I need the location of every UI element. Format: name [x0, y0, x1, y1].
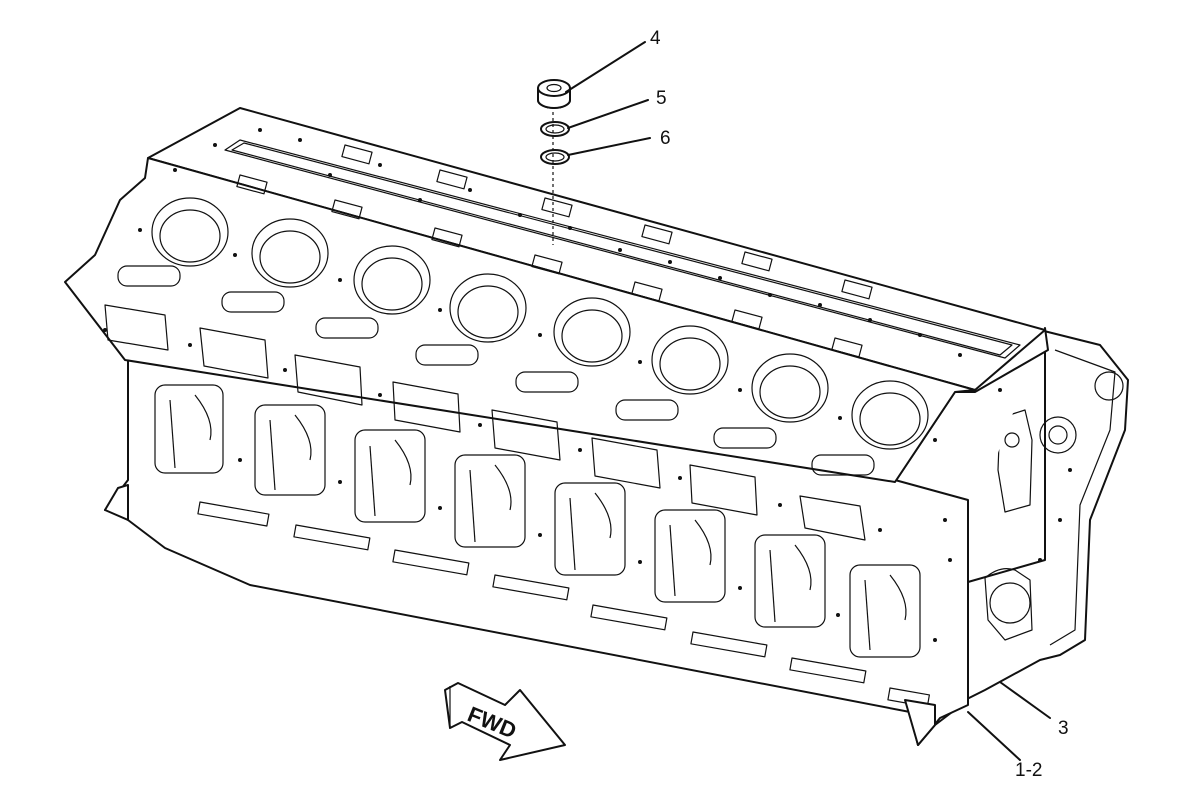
callout-6: 6 [660, 128, 671, 149]
callout-4: 4 [650, 28, 661, 49]
callout-5: 5 [656, 88, 667, 109]
cylinder-bores [151, 197, 929, 450]
crankcase-openings [154, 384, 921, 658]
forward-direction-arrow: FWD [444, 682, 566, 761]
callout-1-2: 1-2 [1015, 760, 1042, 781]
cylinder-block [64, 107, 1129, 746]
seal-ring-part-6 [540, 149, 570, 165]
seal-ring-part-5 [540, 121, 570, 137]
plug-part-4 [537, 79, 571, 109]
exploded-parts [537, 79, 571, 245]
callout-3: 3 [1058, 718, 1069, 739]
leader-lines [565, 41, 1051, 761]
